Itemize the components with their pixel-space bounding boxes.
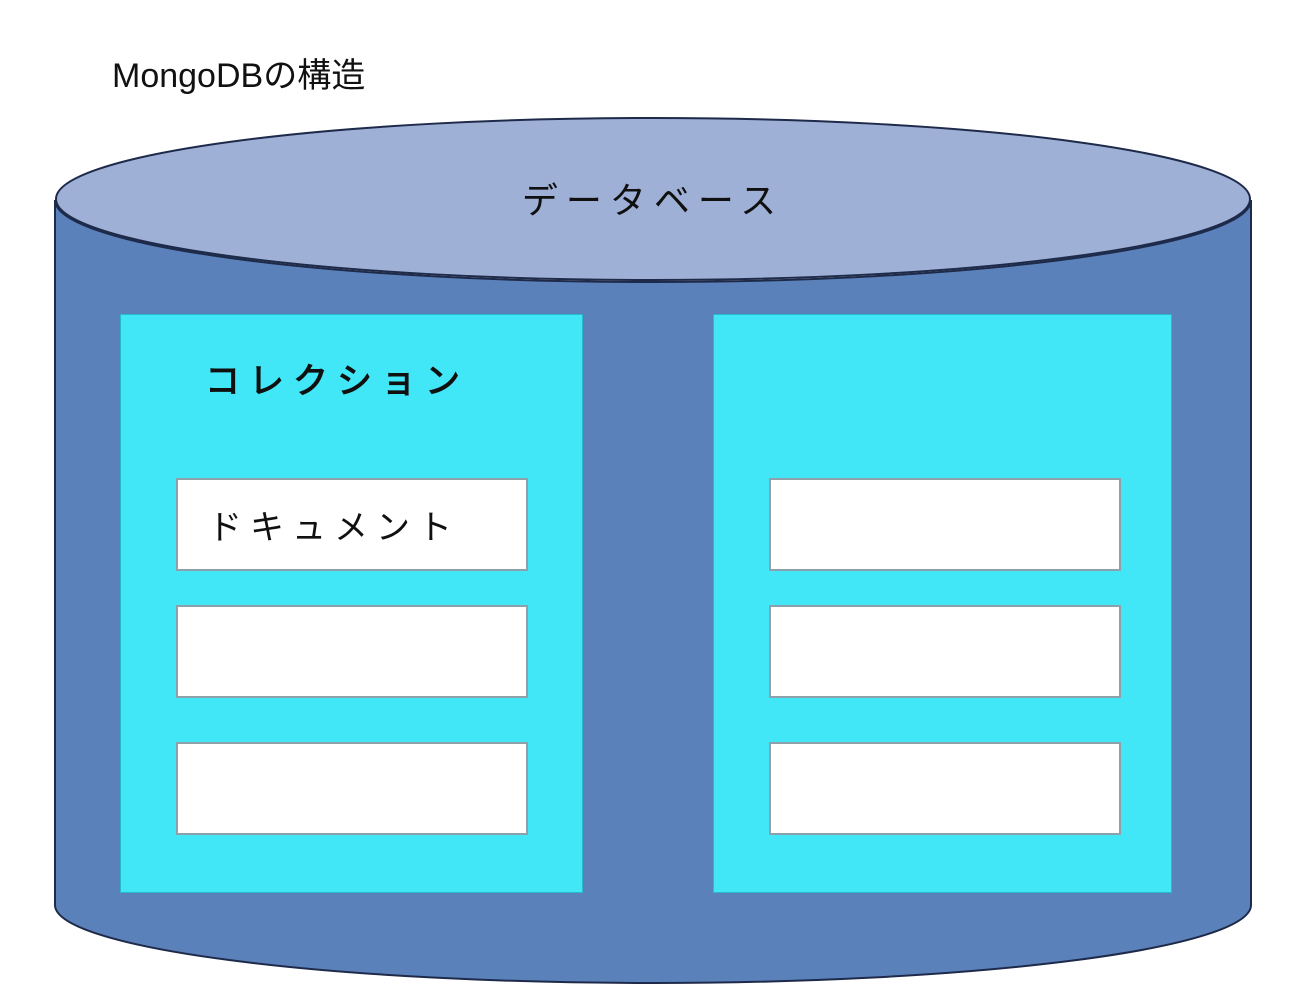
document: [176, 605, 528, 698]
document: [769, 742, 1121, 835]
document: ドキュメント: [176, 478, 528, 571]
diagram-title: MongoDBの構造: [112, 57, 366, 95]
collection-left: コレクション ドキュメント: [120, 314, 583, 893]
document: [769, 605, 1121, 698]
cylinder-top-shape: [55, 117, 1251, 281]
collection-right: [713, 314, 1172, 893]
document: [176, 742, 528, 835]
collection-label: コレクション: [205, 362, 470, 401]
document: [769, 478, 1121, 571]
document-label: ドキュメント: [208, 510, 460, 547]
database-label: データベース: [521, 181, 785, 221]
